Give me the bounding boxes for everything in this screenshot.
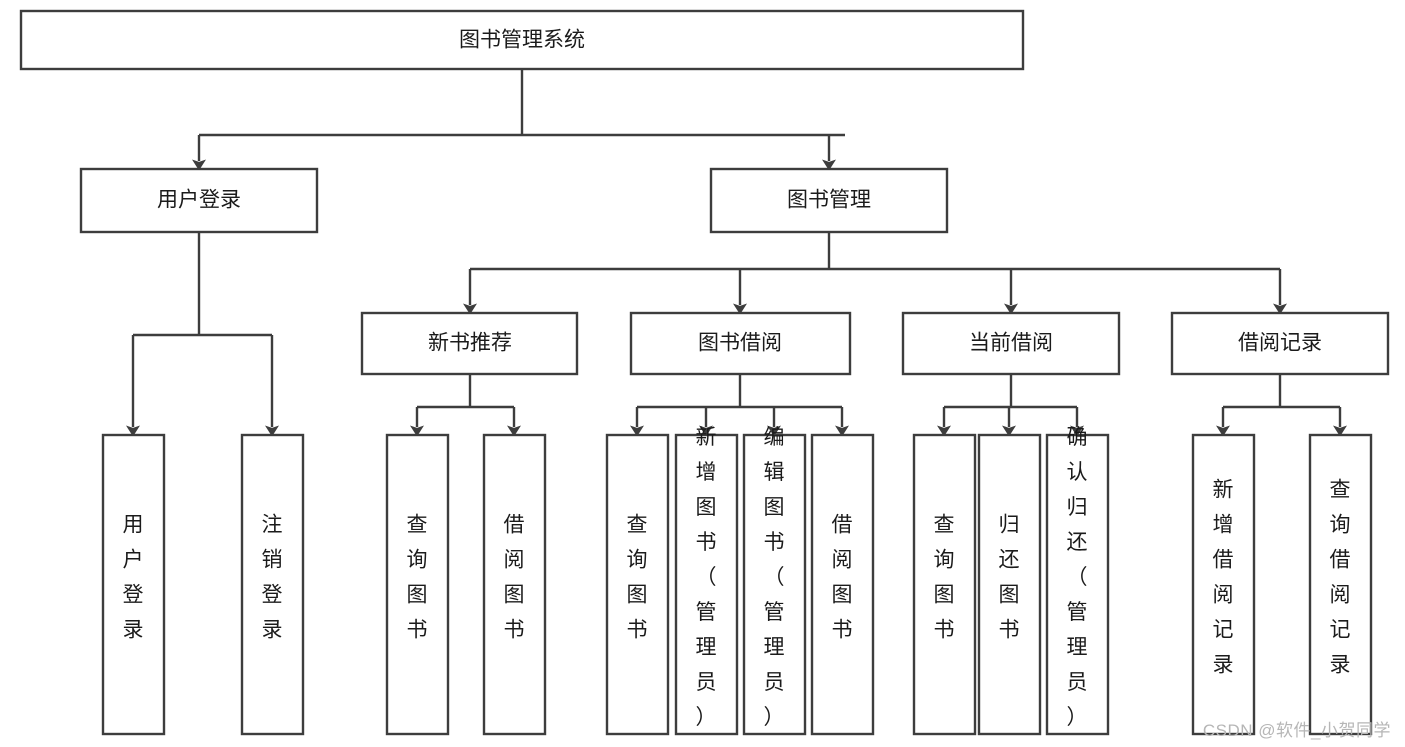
leaf-book-borrow-add[interactable]: 新增图书（管理员） bbox=[674, 426, 739, 736]
leaf-current-borrow-query-label: 查询图书 bbox=[934, 514, 955, 642]
leaf-user-login-logout-label: 注销登录 bbox=[262, 514, 283, 642]
leaf-user-login-login[interactable]: 用户登录 bbox=[101, 433, 166, 736]
connector-newbook-to-leaves bbox=[410, 374, 521, 437]
leaf-new-book-query-label: 查询图书 bbox=[407, 514, 428, 642]
node-book-borrow[interactable]: 图书借阅 bbox=[629, 311, 852, 376]
node-root[interactable]: 图书管理系统 bbox=[19, 9, 1025, 71]
leaf-borrow-record-add-label: 新增借阅记录 bbox=[1213, 479, 1234, 677]
leaf-user-login-logout[interactable]: 注销登录 bbox=[240, 433, 305, 736]
leaf-new-book-borrow[interactable]: 借阅图书 bbox=[482, 433, 547, 736]
node-book-management-label: 图书管理 bbox=[787, 189, 871, 212]
leaf-user-login-login-label: 用户登录 bbox=[123, 514, 144, 642]
connector-userlogin-to-leaves bbox=[126, 232, 279, 437]
leaf-book-borrow-borrow-label: 借阅图书 bbox=[832, 514, 853, 642]
leaf-book-borrow-query[interactable]: 查询图书 bbox=[605, 433, 670, 736]
node-new-book-recommend[interactable]: 新书推荐 bbox=[360, 311, 579, 376]
leaf-new-book-borrow-label: 借阅图书 bbox=[504, 514, 525, 642]
connector-bookmgmt-to-level3 bbox=[463, 232, 1287, 315]
node-borrow-record-label: 借阅记录 bbox=[1238, 332, 1322, 355]
node-root-label: 图书管理系统 bbox=[459, 29, 585, 52]
leaf-current-borrow-return-label: 归还图书 bbox=[999, 514, 1020, 642]
connector-currentborrow-to-leaves bbox=[937, 374, 1084, 437]
leaf-current-borrow-confirm[interactable]: 确认归还（管理员） bbox=[1045, 426, 1110, 736]
csdn-watermark: CSDN @软件_小贺同学 bbox=[1202, 721, 1391, 740]
node-book-management[interactable]: 图书管理 bbox=[709, 167, 949, 234]
node-new-book-recommend-label: 新书推荐 bbox=[428, 332, 512, 355]
leaf-borrow-record-query-label: 查询借阅记录 bbox=[1330, 479, 1351, 677]
node-user-login-label: 用户登录 bbox=[157, 189, 241, 212]
connector-borrowrecord-to-leaves bbox=[1216, 374, 1347, 437]
leaf-book-borrow-query-label: 查询图书 bbox=[627, 514, 648, 642]
leaf-borrow-record-add[interactable]: 新增借阅记录 bbox=[1191, 433, 1256, 736]
leaf-new-book-query[interactable]: 查询图书 bbox=[385, 433, 450, 736]
connector-root-to-level2 bbox=[192, 69, 845, 171]
connector-bookborrow-to-leaves bbox=[630, 374, 849, 437]
leaf-book-borrow-add-label: 新增图书（管理员） bbox=[696, 426, 717, 729]
node-current-borrow-label: 当前借阅 bbox=[969, 332, 1053, 355]
node-user-login[interactable]: 用户登录 bbox=[79, 167, 319, 234]
leaf-book-borrow-edit[interactable]: 编辑图书（管理员） bbox=[742, 426, 807, 736]
leaf-book-borrow-borrow[interactable]: 借阅图书 bbox=[810, 433, 875, 736]
leaf-book-borrow-edit-label: 编辑图书（管理员） bbox=[764, 426, 785, 729]
leaf-current-borrow-confirm-label: 确认归还（管理员） bbox=[1067, 426, 1088, 729]
node-book-borrow-label: 图书借阅 bbox=[698, 332, 782, 355]
node-current-borrow[interactable]: 当前借阅 bbox=[901, 311, 1121, 376]
leaf-borrow-record-query[interactable]: 查询借阅记录 bbox=[1308, 433, 1373, 736]
node-borrow-record[interactable]: 借阅记录 bbox=[1170, 311, 1390, 376]
leaf-current-borrow-query[interactable]: 查询图书 bbox=[912, 433, 977, 736]
leaf-current-borrow-return[interactable]: 归还图书 bbox=[977, 433, 1042, 736]
